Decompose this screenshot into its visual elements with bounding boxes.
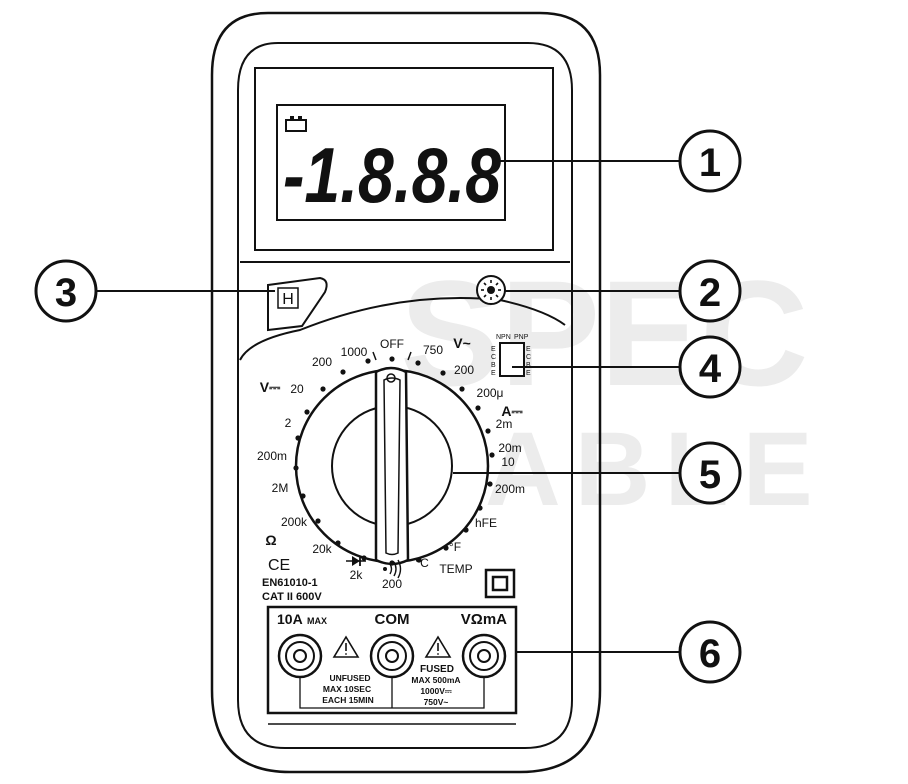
dial-pointer <box>386 373 396 383</box>
backlight-button[interactable] <box>476 275 506 305</box>
dcv-range-2: 2 <box>285 416 292 430</box>
hold-button[interactable]: H <box>267 276 328 332</box>
callout-3-number: 3 <box>55 271 77 315</box>
sun-icon <box>481 280 501 300</box>
continuity-range: 200 <box>382 577 402 591</box>
right-warning-line-4: 750V~ <box>424 697 449 707</box>
callout-5-number: 5 <box>699 453 721 497</box>
callout-2: 2 <box>678 259 742 323</box>
off-tick-right <box>407 351 412 361</box>
npn-pin-1: E <box>491 346 496 353</box>
pnp-pin-1: E <box>526 346 531 353</box>
category-label: CAT II 600V <box>262 591 322 603</box>
double-insulation-icon <box>484 568 516 599</box>
npn-label: NPN <box>496 334 511 341</box>
dca-range-10: 10 <box>501 455 515 469</box>
acv-symbol: V~ <box>453 335 471 351</box>
acv-range-200: 200 <box>454 363 474 377</box>
dcv-range-200m: 200m <box>257 449 287 463</box>
standard-label: EN61010-1 <box>262 577 318 589</box>
lcd-display: -1.8.8.8 <box>240 67 570 263</box>
dca-range-20m: 20m <box>498 441 521 455</box>
dcv-range-20: 20 <box>290 382 304 396</box>
pnp-label: PNP <box>514 334 529 341</box>
callout-1-number: 1 <box>699 141 721 185</box>
acv-range-750: 750 <box>423 343 443 357</box>
right-warning-line-3: 1000V⎓ <box>420 686 453 696</box>
right-warning-line-2: MAX 500mA <box>411 675 460 685</box>
dca-symbol: A⎓ <box>501 403 523 419</box>
left-warning-line-1: UNFUSED <box>329 673 370 683</box>
pnp-pin-2: C <box>526 354 531 361</box>
off-tick-left <box>372 351 377 361</box>
right-warning-line-1: FUSED <box>420 664 454 675</box>
jack-10a[interactable] <box>277 633 323 679</box>
watermark-line1: SPEC <box>400 249 808 417</box>
temp-f-label: °F <box>449 540 461 554</box>
dial-labels: OFF 1000 200 20 2 200m V⎓ 750 200 V~ 200… <box>257 335 525 591</box>
callout-1: 1 <box>678 129 742 193</box>
dca-range-200u: 200μ <box>477 386 504 400</box>
dial-knob[interactable] <box>374 366 410 566</box>
temp-c-label: °C <box>415 556 429 570</box>
pnp-pin-3: B <box>526 362 531 369</box>
npn-pin-3: B <box>491 362 496 369</box>
transistor-socket[interactable]: NPN PNP E C B E E C B E <box>491 334 531 377</box>
jack-10a-max: MAX <box>307 616 327 626</box>
left-warning-bracket <box>299 677 392 709</box>
left-warning-line-2: MAX 10SEC <box>323 684 371 694</box>
npn-pin-4: E <box>491 370 496 377</box>
pnp-pin-4: E <box>526 370 531 377</box>
input-jack-panel: 10A MAX COM VΩmA UN <box>266 605 518 725</box>
dial-position-dots <box>293 356 495 566</box>
jack-com-label: COM <box>375 611 410 628</box>
continuity-icon <box>383 559 402 579</box>
jack-com[interactable] <box>369 633 415 679</box>
warning-icon-right <box>424 635 452 658</box>
lcd-reading: -1.8.8.8 <box>283 131 502 219</box>
diode-icon <box>346 556 366 566</box>
ohm-range-20k: 20k <box>312 542 332 556</box>
dcv-range-200: 200 <box>312 355 332 369</box>
dca-range-2m: 2m <box>496 417 513 431</box>
dial-off-label: OFF <box>380 337 404 351</box>
jack-vohm[interactable] <box>461 633 507 679</box>
callout-4: 4 <box>678 335 742 399</box>
jack-vohm-label: VΩmA <box>461 611 507 628</box>
hold-button-label: H <box>282 291 294 308</box>
callout-leader-lines <box>96 160 680 653</box>
temp-label: TEMP <box>439 562 472 576</box>
callout-6: 6 <box>678 620 742 684</box>
callout-2-number: 2 <box>699 271 721 315</box>
dca-range-200m: 200m <box>495 482 525 496</box>
compliance-marks: CE EN61010-1 CAT II 600V <box>262 557 516 603</box>
ce-mark: CE <box>268 557 290 574</box>
hfe-label: hFE <box>475 516 497 530</box>
meter-casing <box>210 11 602 774</box>
jack-10a-label: 10A <box>277 611 303 627</box>
battery-icon <box>285 116 307 132</box>
callout-4-number: 4 <box>699 347 722 391</box>
callout-3: 3 <box>34 259 98 323</box>
left-warning-line-3: EACH 15MIN <box>322 695 373 705</box>
dcv-symbol: V⎓ <box>260 379 281 395</box>
callout-6-number: 6 <box>699 632 721 676</box>
rotary-dial[interactable] <box>293 351 495 566</box>
dial-panel-outline <box>239 297 566 361</box>
diode-range: 2k <box>350 568 364 582</box>
hold-key-frame <box>277 287 299 309</box>
ohm-range-200k: 200k <box>281 515 308 529</box>
npn-pin-2: C <box>491 354 496 361</box>
callout-5: 5 <box>678 441 742 505</box>
ohm-symbol: Ω <box>265 532 276 548</box>
ohm-range-2M: 2M <box>272 481 289 495</box>
dcv-range-1000: 1000 <box>341 345 368 359</box>
warning-icon-left <box>332 635 360 658</box>
lcd-window <box>276 104 506 221</box>
right-warning-bracket <box>392 677 485 709</box>
